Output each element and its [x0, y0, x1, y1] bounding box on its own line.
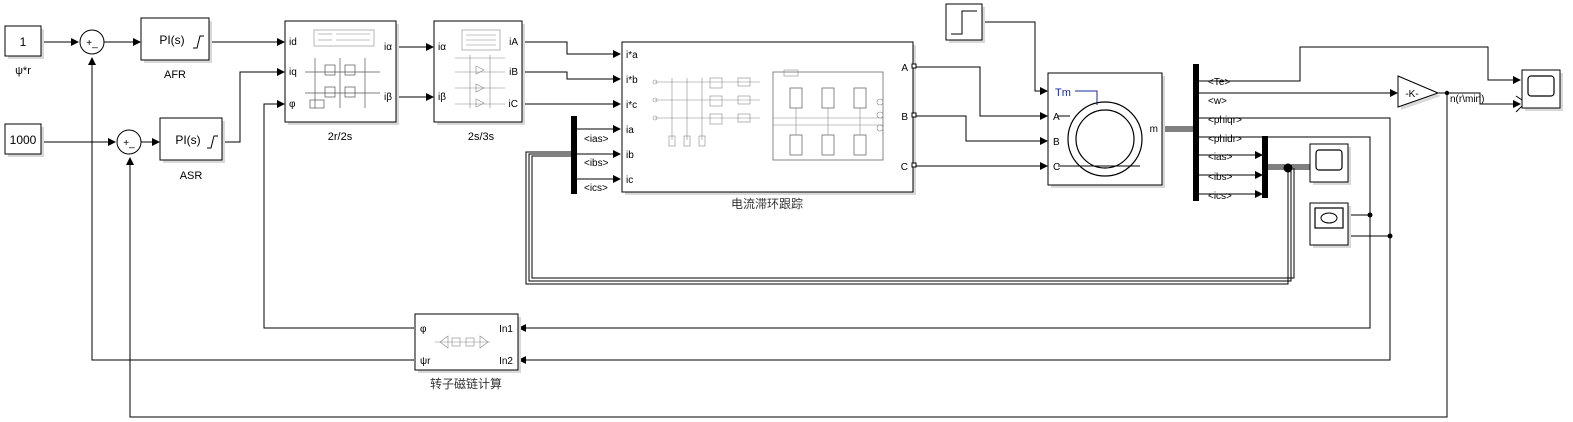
signal-te: <Te> [1208, 77, 1230, 88]
port-phi: φ [289, 99, 296, 110]
sum-signs: +_ [123, 138, 135, 149]
wires [42, 21, 1521, 418]
port-psir-out: ψr [420, 356, 431, 367]
port-B: B [901, 112, 908, 123]
rotor-flux-calc-block[interactable]: φ ψr In1 In2 转子磁链计算 [414, 313, 521, 391]
inverter-circuit-icon [652, 69, 884, 161]
s3s-caption: 2s/3s [468, 131, 495, 143]
xy-graph-scope[interactable] [1309, 202, 1351, 248]
gain-output-label: n(r\min) [1450, 94, 1484, 105]
port-iA: iA [509, 37, 518, 48]
scope-icon [1315, 149, 1343, 171]
scope-current[interactable] [1309, 143, 1351, 185]
sum-block-speed[interactable]: +_ [116, 129, 142, 155]
port-ic-ref: i*c [626, 100, 637, 111]
port-C: C [901, 162, 908, 173]
port-ialpha: iα [438, 42, 446, 53]
xy-plot-icon [1320, 212, 1338, 224]
gain-label: -K- [1405, 89, 1418, 100]
asr-pi-label: PI(s) [175, 133, 200, 147]
port-ibeta: iβ [384, 92, 392, 103]
port-iC: iC [509, 99, 518, 110]
signal-phiqr: <phiqr> [1208, 115, 1242, 126]
sum-signs: +_ [86, 38, 98, 49]
port-ia-ref: i*a [626, 50, 638, 61]
afr-pi-block[interactable]: PI(s) AFR [140, 17, 212, 81]
port-ib: ib [626, 150, 634, 161]
transform-matrix-icon [455, 29, 505, 108]
motor-port-C: C [1053, 162, 1060, 173]
port-ia: ia [626, 125, 634, 136]
s3s-transform-block[interactable]: iα iβ iA iB iC 2s/3s [433, 20, 525, 143]
hysteresis-current-block[interactable]: i*a i*b i*c ia ib ic A B C [621, 41, 917, 211]
signal-ias: <ias> [1208, 152, 1233, 163]
junction-dot [1283, 163, 1293, 173]
mux-current[interactable] [1262, 136, 1268, 198]
port-ialpha: iα [384, 42, 392, 53]
asr-caption: ASR [180, 170, 203, 182]
signal-ibs: <ibs> [584, 158, 609, 169]
port-in2: In2 [499, 356, 513, 367]
afr-caption: AFR [164, 69, 186, 81]
constant-flux-caption: ψ*r [15, 65, 31, 77]
signal-w: <w> [1208, 96, 1227, 107]
asr-pi-block[interactable]: PI(s) ASR [159, 117, 225, 182]
signal-ics: <ics> [584, 183, 608, 194]
port-iq: iq [289, 67, 297, 78]
afr-pi-label: PI(s) [159, 33, 184, 47]
hysteresis-caption: 电流滞环跟踪 [731, 197, 803, 211]
signal-ibs: <ibs> [1208, 172, 1233, 183]
transform-matrix-icon [305, 29, 380, 109]
port-in1: In1 [499, 324, 513, 335]
port-ibeta: iβ [438, 92, 446, 103]
motor-port-B: B [1053, 137, 1060, 148]
sum-block-flux[interactable]: +_ [79, 29, 105, 55]
signal-ics: <ics> [1208, 191, 1232, 202]
r2s-transform-block[interactable]: id iq φ iα iβ 2r/2s [284, 20, 399, 143]
scope-torque-speed[interactable] [1515, 69, 1563, 113]
constant-flux-value: 1 [20, 35, 27, 49]
r2s-caption: 2r/2s [328, 131, 353, 143]
port-A: A [901, 63, 908, 74]
scope-icon [1527, 75, 1555, 97]
constant-speed-value: 1000 [10, 133, 37, 147]
junction-dot [1367, 212, 1373, 218]
port-ic: ic [626, 175, 633, 186]
port-phi-out: φ [420, 324, 427, 335]
motor-port-m: m [1150, 124, 1158, 135]
saturation-icon [207, 135, 218, 149]
port-id: id [289, 37, 297, 48]
induction-motor-block[interactable]: Tm A B C m [1047, 72, 1165, 188]
saturation-icon [193, 35, 204, 49]
flux-calc-caption: 转子磁链计算 [430, 376, 502, 391]
junction-dot [1444, 90, 1450, 96]
signal-phidr: <phidr> [1208, 134, 1242, 145]
junction-dot [1387, 233, 1393, 239]
demux-motor-signals[interactable]: <Te> <w> <phiqr> <phidr> <ias> <ibs> <ic… [1193, 64, 1242, 202]
step-block[interactable] [945, 3, 985, 43]
motor-icon [1058, 101, 1143, 177]
constant-flux-block[interactable]: 1 ψ*r [4, 25, 44, 77]
motor-tm-port: Tm [1055, 87, 1071, 99]
signal-ias: <ias> [584, 134, 609, 145]
demux-current-feedback[interactable]: <ias> <ibs> <ics> [571, 116, 609, 194]
port-iB: iB [509, 67, 518, 78]
port-ib-ref: i*b [626, 75, 638, 86]
motor-port-A: A [1053, 112, 1060, 123]
constant-speed-block[interactable]: 1000 [4, 123, 44, 157]
flux-calc-icon [435, 335, 490, 349]
gain-block[interactable]: -K- n(r\min) [1397, 75, 1484, 110]
step-icon [951, 10, 977, 35]
